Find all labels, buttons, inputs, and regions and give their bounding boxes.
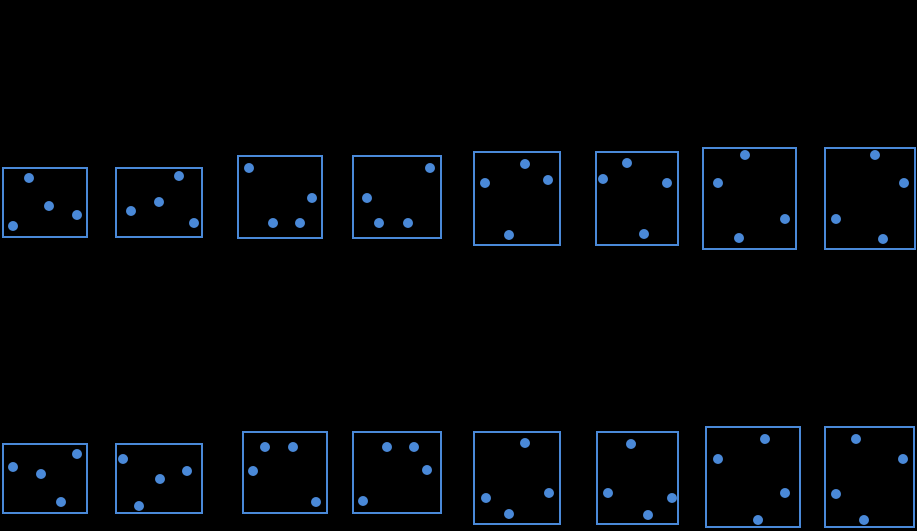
dot-box-top-row-6 — [595, 151, 679, 246]
dot — [639, 229, 649, 239]
dot — [374, 218, 384, 228]
dot — [780, 214, 790, 224]
dot-box-bottom-row-7 — [705, 426, 801, 528]
dot — [260, 442, 270, 452]
dot — [859, 515, 869, 525]
dot — [543, 175, 553, 185]
dot — [504, 509, 514, 519]
dot — [154, 197, 164, 207]
dot — [134, 501, 144, 511]
dot — [662, 178, 672, 188]
dot — [626, 439, 636, 449]
dot — [734, 233, 744, 243]
dot — [36, 469, 46, 479]
dot — [598, 174, 608, 184]
dot — [422, 465, 432, 475]
dot — [870, 150, 880, 160]
dot — [24, 173, 34, 183]
dot — [643, 510, 653, 520]
dot — [622, 158, 632, 168]
dot-box-top-row-4 — [352, 155, 442, 239]
dot — [403, 218, 413, 228]
dot — [667, 493, 677, 503]
dot — [753, 515, 763, 525]
dot-box-bottom-row-6 — [596, 431, 679, 525]
dot — [504, 230, 514, 240]
dot — [831, 489, 841, 499]
dot — [311, 497, 321, 507]
dot — [851, 434, 861, 444]
dot-box-top-row-3 — [237, 155, 323, 239]
dot — [358, 496, 368, 506]
dot — [268, 218, 278, 228]
dot — [8, 221, 18, 231]
dot — [44, 201, 54, 211]
dot — [182, 466, 192, 476]
dot-box-bottom-row-8 — [824, 426, 915, 528]
dot-box-bottom-row-5 — [473, 431, 561, 525]
dot — [544, 488, 554, 498]
dot — [155, 474, 165, 484]
dot — [174, 171, 184, 181]
dot — [126, 206, 136, 216]
dot — [520, 438, 530, 448]
dot — [72, 210, 82, 220]
dot — [713, 454, 723, 464]
dot — [480, 178, 490, 188]
dot-box-top-row-1 — [2, 167, 88, 238]
dot — [382, 442, 392, 452]
dot — [189, 218, 199, 228]
dot — [780, 488, 790, 498]
dot — [425, 163, 435, 173]
dot — [760, 434, 770, 444]
dot — [740, 150, 750, 160]
dot-box-top-row-7 — [702, 147, 797, 250]
dot-box-bottom-row-3 — [242, 431, 328, 514]
dot — [8, 462, 18, 472]
dot — [118, 454, 128, 464]
dot — [362, 193, 372, 203]
dot-box-bottom-row-4 — [352, 431, 442, 514]
dot — [713, 178, 723, 188]
dot — [248, 466, 258, 476]
dot — [244, 163, 254, 173]
dot — [520, 159, 530, 169]
dot — [307, 193, 317, 203]
dot-box-bottom-row-2 — [115, 443, 203, 514]
dot — [899, 178, 909, 188]
dot — [56, 497, 66, 507]
dot — [72, 449, 82, 459]
dot — [603, 488, 613, 498]
dot — [481, 493, 491, 503]
dot-box-top-row-5 — [473, 151, 561, 246]
dot — [409, 442, 419, 452]
dot-box-top-row-8 — [824, 147, 916, 250]
dot-box-bottom-row-1 — [2, 443, 88, 514]
dot — [831, 214, 841, 224]
dot-box-top-row-2 — [115, 167, 203, 238]
dot — [288, 442, 298, 452]
dot — [878, 234, 888, 244]
dot — [898, 454, 908, 464]
dot — [295, 218, 305, 228]
